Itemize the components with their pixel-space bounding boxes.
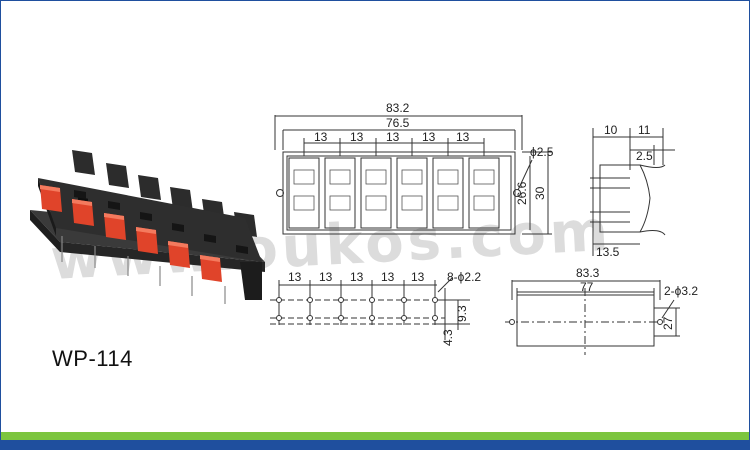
cutout-overall-width: 83.3	[576, 266, 600, 280]
cutout-height: 27	[661, 316, 675, 330]
side-dim-base: 13.5	[596, 245, 620, 259]
dim-height-inner: 26.6	[515, 181, 529, 205]
cutout-inner-width: 77	[580, 280, 594, 294]
side-dim-c: 2.5	[636, 149, 653, 163]
front-pitch-3: 13	[386, 130, 400, 144]
pcb-row-spacing: 9.3	[455, 305, 469, 322]
pcb-pitch-3: 13	[350, 270, 364, 284]
pcb-pitch-1: 13	[288, 270, 302, 284]
front-pitch-2: 13	[350, 130, 364, 144]
front-pitch-1: 13	[314, 130, 328, 144]
product-photo	[30, 150, 265, 304]
pcb-layout	[270, 277, 470, 340]
dim-overall-width: 83.2	[386, 101, 410, 115]
terminal-cells	[288, 157, 500, 229]
side-dim-b: 11	[638, 123, 651, 137]
side-view	[590, 128, 675, 256]
bottom-green-band	[0, 432, 750, 440]
pcb-holes	[276, 297, 438, 321]
front-pitch-labels: 13 13 13 13 13	[314, 130, 470, 144]
pcb-pitch-5: 13	[411, 270, 425, 284]
dim-height-outer: 30	[533, 186, 547, 200]
pcb-holes-label: 8-ϕ2.2	[447, 270, 481, 284]
pcb-pitch-4: 13	[381, 270, 395, 284]
front-view	[274, 115, 552, 235]
pcb-pitch-labels: 13 13 13 13 13	[288, 270, 425, 284]
side-dim-a: 10	[604, 123, 618, 137]
mount-hole-right	[513, 189, 521, 197]
dim-inner-width: 76.5	[386, 116, 410, 130]
dim-hole-diameter: ϕ2.5	[530, 145, 554, 159]
front-pitch-4: 13	[422, 130, 436, 144]
pcb-pitch-2: 13	[319, 270, 333, 284]
pcb-offset: 4.3	[441, 329, 455, 346]
panel-cutout	[505, 280, 680, 355]
cutout-holes-label: 2-ϕ3.2	[664, 284, 698, 298]
model-label: WP-114	[52, 346, 133, 371]
cutout-hole-right	[657, 319, 663, 325]
front-pitch-5: 13	[456, 130, 470, 144]
mount-hole-left	[276, 189, 284, 197]
cutout-hole-left	[509, 319, 515, 325]
bottom-blue-band	[0, 440, 750, 450]
red-button-row	[40, 185, 222, 282]
